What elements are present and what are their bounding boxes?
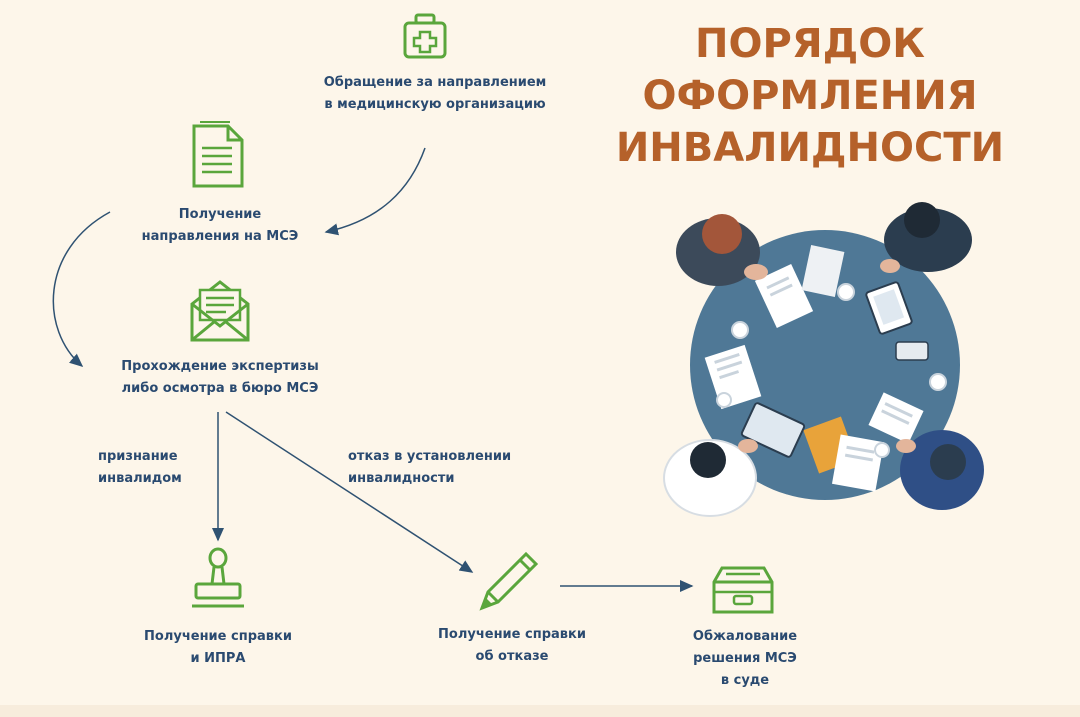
step-certificate-ipra-line-1: Получение справки <box>144 629 292 644</box>
branch-refused-line-2: инвалидности <box>348 471 455 486</box>
pen-icon <box>479 551 539 611</box>
meeting-table-illustration <box>663 202 984 517</box>
step-referral-request-line-1: Обращение за направлением <box>323 75 547 90</box>
step-examination-line-1: Прохождение экспертизы <box>121 359 319 374</box>
title-line-2: ОФОРМЛЕНИЯ <box>642 73 978 119</box>
arrow-examination-to-refusal <box>225 411 474 573</box>
step-examination-line-2: либо осмотра в бюро МСЭ <box>121 381 319 396</box>
medical-kit-icon <box>403 13 447 59</box>
step-appeal-line-3: в суде <box>720 673 770 688</box>
branch-refused: отказ в установлении инвалидности <box>348 446 548 490</box>
branch-recognized-line-2: инвалидом <box>98 471 182 486</box>
step-certificate-refusal-line-1: Получение справки <box>438 627 586 642</box>
envelope-icon <box>190 280 250 342</box>
step-referral-request: Обращение за направлением в медицинскую … <box>290 72 580 116</box>
page-title: ПОРЯДОК ОФОРМЛЕНИЯ ИНВАЛИДНОСТИ <box>600 18 1020 174</box>
step-certificate-refusal-line-2: об отказе <box>475 649 549 664</box>
branch-refused-line-1: отказ в установлении <box>348 449 512 464</box>
step-certificate-ipra: Получение справки и ИПРА <box>118 626 318 670</box>
bottom-edge <box>0 705 1080 717</box>
stamp-icon <box>192 547 244 608</box>
step-referral-request-line-2: в медицинскую организацию <box>324 97 546 112</box>
step-appeal-line-2: решения МСЭ <box>693 651 797 666</box>
step-appeal-line-1: Обжалование <box>692 629 798 644</box>
step-referral-received-line-2: направления на МСЭ <box>141 229 299 244</box>
step-certificate-ipra-line-2: и ИПРА <box>190 651 246 666</box>
archive-box-icon <box>712 566 774 614</box>
step-referral-received: Получение направления на МСЭ <box>110 204 330 248</box>
branch-recognized: признание инвалидом <box>98 446 218 490</box>
step-appeal: Обжалование решения МСЭ в суде <box>650 626 840 692</box>
title-line-3: ИНВАЛИДНОСТИ <box>615 125 1005 171</box>
title-line-1: ПОРЯДОК <box>695 21 925 67</box>
step-referral-received-line-1: Получение <box>178 207 262 222</box>
arrow-referral-to-examination <box>52 211 111 367</box>
document-icon <box>192 121 244 188</box>
arrow-request-to-referral <box>324 147 426 236</box>
step-examination: Прохождение экспертизы либо осмотра в бю… <box>90 356 350 400</box>
step-certificate-refusal: Получение справки об отказе <box>412 624 612 668</box>
branch-recognized-line-1: признание <box>98 449 178 464</box>
